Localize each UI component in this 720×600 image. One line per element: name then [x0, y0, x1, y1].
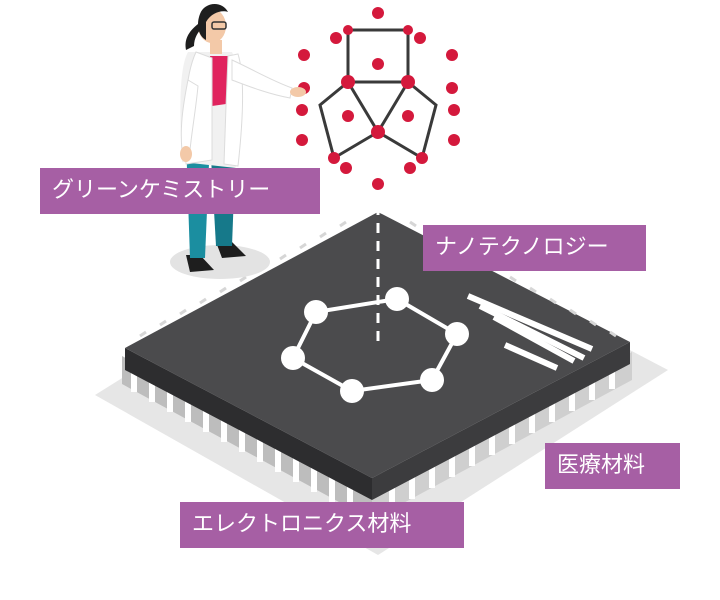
label-nanotechnology: ナノテクノロジー [423, 225, 646, 271]
label-medical-materials: 医療材料 [545, 443, 680, 489]
label-green-chemistry: グリーンケミストリー [40, 168, 320, 214]
chip-top [125, 212, 630, 478]
label-electronics-materials: エレクトロニクス材料 [180, 502, 464, 548]
molecule-structure-icon [296, 7, 460, 190]
chip-stripes [466, 293, 594, 371]
chip-side-left [125, 348, 372, 500]
scientist-figure [170, 3, 306, 279]
hexagon-molecule-icon [281, 287, 469, 403]
chip-side-right [372, 342, 630, 500]
